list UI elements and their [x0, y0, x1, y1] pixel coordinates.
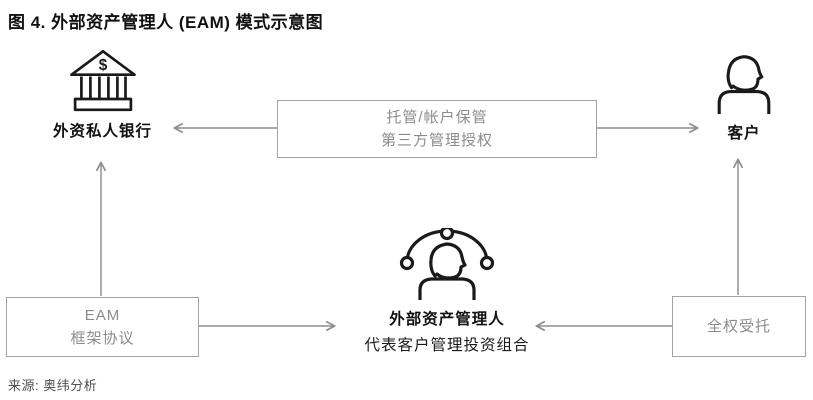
- source-note: 来源: 奥纬分析: [8, 378, 98, 393]
- figure-title: 图 4. 外部资产管理人 (EAM) 模式示意图: [8, 13, 324, 32]
- node-client: 客户: [684, 50, 804, 143]
- mandate-line1: 全权受托: [706, 318, 771, 335]
- custody-line1: 托管/帐户保管: [386, 109, 488, 126]
- person-icon: [684, 50, 804, 121]
- eam-label: 外部资产管理人: [389, 311, 505, 328]
- framework-line1: EAM: [84, 307, 121, 324]
- mandate-box: 全权受托: [672, 296, 806, 357]
- bank-label: 外资私人银行: [52, 123, 152, 140]
- custody-box: 托管/帐户保管 第三方管理授权: [277, 100, 597, 158]
- framework-box: EAM 框架协议: [6, 297, 199, 357]
- node-bank: $ 外资私人银行: [20, 48, 185, 141]
- client-label: 客户: [727, 125, 761, 142]
- svg-text:$: $: [98, 57, 107, 74]
- person-network-icon: [327, 225, 567, 307]
- node-eam: 外部资产管理人 代表客户管理投资组合: [327, 225, 567, 355]
- framework-line2: 框架协议: [70, 330, 135, 347]
- eam-sublabel: 代表客户管理投资组合: [364, 337, 530, 354]
- custody-line2: 第三方管理授权: [380, 132, 493, 149]
- bank-icon: $: [20, 48, 185, 119]
